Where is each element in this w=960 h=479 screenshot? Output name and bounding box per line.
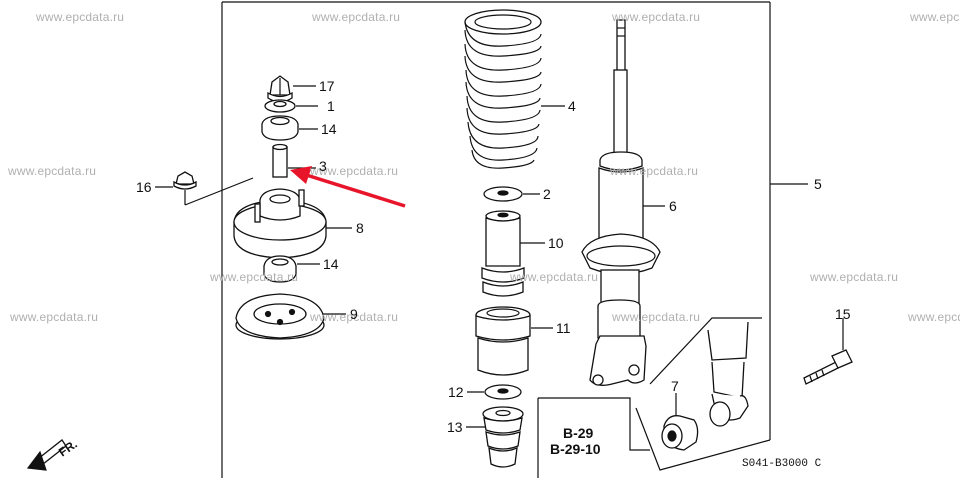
- part-13-bump-stop: [466, 406, 524, 468]
- callout-9: 9: [350, 306, 358, 322]
- callout-17: 17: [319, 78, 335, 94]
- callout-7: 7: [671, 378, 679, 394]
- part-3-collar: [272, 143, 316, 178]
- part-4-coil-spring: [464, 9, 565, 169]
- watermark: www.epcdata.ru: [610, 164, 699, 178]
- callout-10: 10: [548, 235, 564, 251]
- part-11-boot-lower: [475, 306, 553, 376]
- callout-13: 13: [447, 419, 463, 435]
- watermark: www.epcdata.ru: [908, 310, 960, 324]
- diagram-code: S041-B3000 C: [742, 458, 822, 470]
- part-6-shock-absorber: [581, 19, 665, 386]
- callout-8: 8: [356, 220, 364, 236]
- callout-1: 1: [327, 98, 335, 114]
- part-12-washer: [467, 384, 522, 400]
- watermark: www.epcdata.ru: [210, 270, 299, 284]
- callout-2: 2: [543, 186, 551, 202]
- callout-6: 6: [669, 198, 677, 214]
- watermark: www.epcdata.ru: [612, 10, 701, 24]
- watermark: www.epc: [910, 10, 960, 24]
- watermark: www.epcdata.ru: [10, 310, 99, 324]
- part-10-dust-boot: [481, 210, 545, 297]
- callout-16: 16: [136, 179, 152, 195]
- watermark: www.epcdata.ru: [312, 10, 401, 24]
- callout-5: 5: [814, 176, 822, 192]
- watermark: www.epcdata.ru: [510, 270, 599, 284]
- part-14-lower-bushing: [263, 255, 320, 283]
- callout-14-upper: 14: [321, 121, 337, 137]
- watermark: www.epcdata.ru: [612, 310, 701, 324]
- part-17-nut: [267, 75, 316, 103]
- part-8-mount-base: [233, 188, 352, 259]
- callout-15: 15: [835, 306, 851, 322]
- callout-12: 12: [448, 384, 464, 400]
- watermark: www.epcdata.ru: [8, 164, 97, 178]
- reference-label: B-29: [563, 425, 594, 441]
- reference-label: B-29-10: [550, 441, 601, 457]
- inset-shock-lower: [707, 321, 749, 427]
- callout-4: 4: [568, 98, 576, 114]
- part-15-bolt: [803, 318, 853, 385]
- watermark: www.epcdata.ru: [310, 164, 399, 178]
- watermark: www.epcdata.ru: [310, 310, 399, 324]
- part-7-bushing: [661, 393, 699, 451]
- watermark: www.epcdata.ru: [810, 270, 899, 284]
- assembly-frame: [184, 1, 808, 478]
- watermark: www.epcdata.ru: [36, 10, 125, 24]
- callout-14-lower: 14: [323, 256, 339, 272]
- front-direction-arrow: [26, 439, 67, 471]
- part-16-nut: [155, 171, 197, 190]
- part-1-washer: [264, 99, 318, 113]
- part-2-washer: [483, 186, 540, 202]
- part-14-upper-bushing: [261, 115, 318, 141]
- part-9-spring-seat: [235, 293, 346, 340]
- callout-3: 3: [319, 158, 327, 174]
- highlight-arrow: [290, 166, 406, 208]
- callout-11: 11: [556, 320, 571, 336]
